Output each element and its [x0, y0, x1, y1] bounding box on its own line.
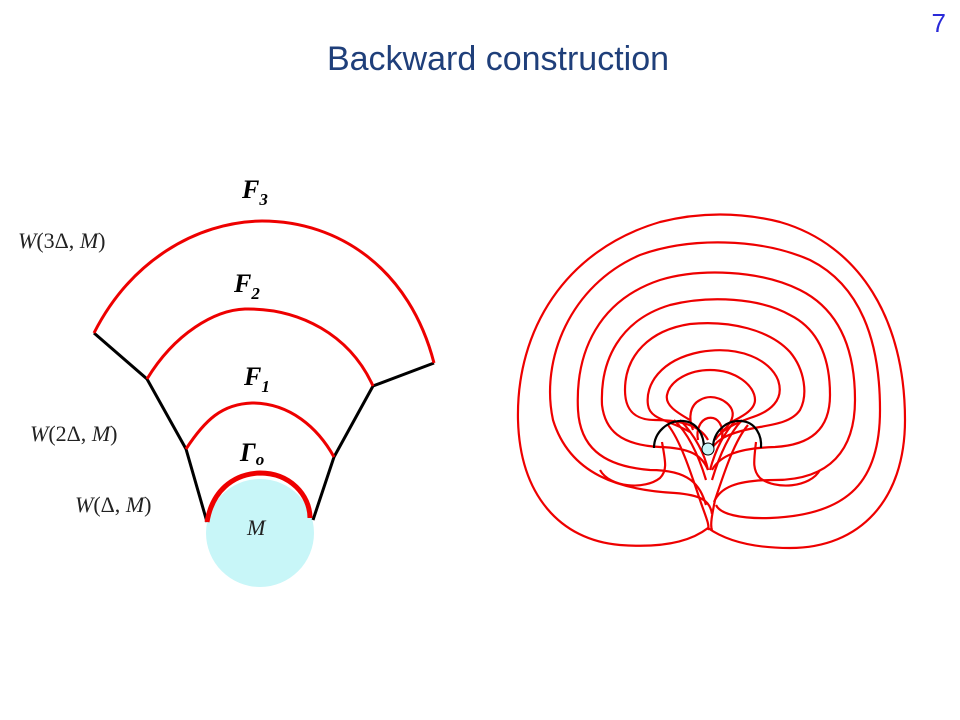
label-w1: W(Δ, M): [75, 492, 151, 517]
contour-1: [516, 213, 907, 550]
label-m: M: [246, 515, 267, 540]
label-w2: W(2Δ, M): [30, 421, 117, 446]
target-boundary-arcs: [652, 419, 763, 449]
contour-2: [548, 241, 882, 520]
lobe-left-1: [599, 441, 667, 487]
contour-7: [665, 368, 757, 426]
contour-5: [623, 322, 806, 456]
lobe-right-2: [710, 424, 749, 531]
contour-4: [600, 298, 832, 471]
lobe-left-2: [667, 424, 710, 531]
front-f2: [145, 307, 375, 387]
front-f3: [92, 219, 436, 364]
label-f1: F1: [243, 362, 270, 396]
label-gamma-0: Γo: [239, 438, 264, 469]
right-boundary: [311, 361, 435, 521]
contour-6: [646, 349, 781, 441]
left-boundary: [93, 331, 209, 523]
left-figure: W(3Δ, M) W(2Δ, M) W(Δ, M) M F3 F2 F1 Γo: [18, 175, 436, 587]
lobe-right-3: [710, 419, 743, 481]
right-figure: [516, 213, 907, 550]
label-w3: W(3Δ, M): [18, 228, 105, 253]
contour-3: [576, 271, 857, 506]
target-set-m: [206, 479, 314, 587]
lobe-left-3: [673, 419, 708, 481]
target-disk: [701, 442, 715, 456]
front-gamma-0: [204, 470, 313, 523]
label-f2: F2: [233, 269, 260, 303]
label-f3: F3: [241, 175, 268, 209]
front-f1: [184, 401, 336, 458]
lobe-left-4: [679, 419, 710, 471]
page-number: 7: [931, 8, 946, 38]
lobe-right-4: [708, 419, 737, 471]
slide-title: Backward construction: [326, 40, 670, 78]
lobe-right-1: [753, 441, 821, 487]
